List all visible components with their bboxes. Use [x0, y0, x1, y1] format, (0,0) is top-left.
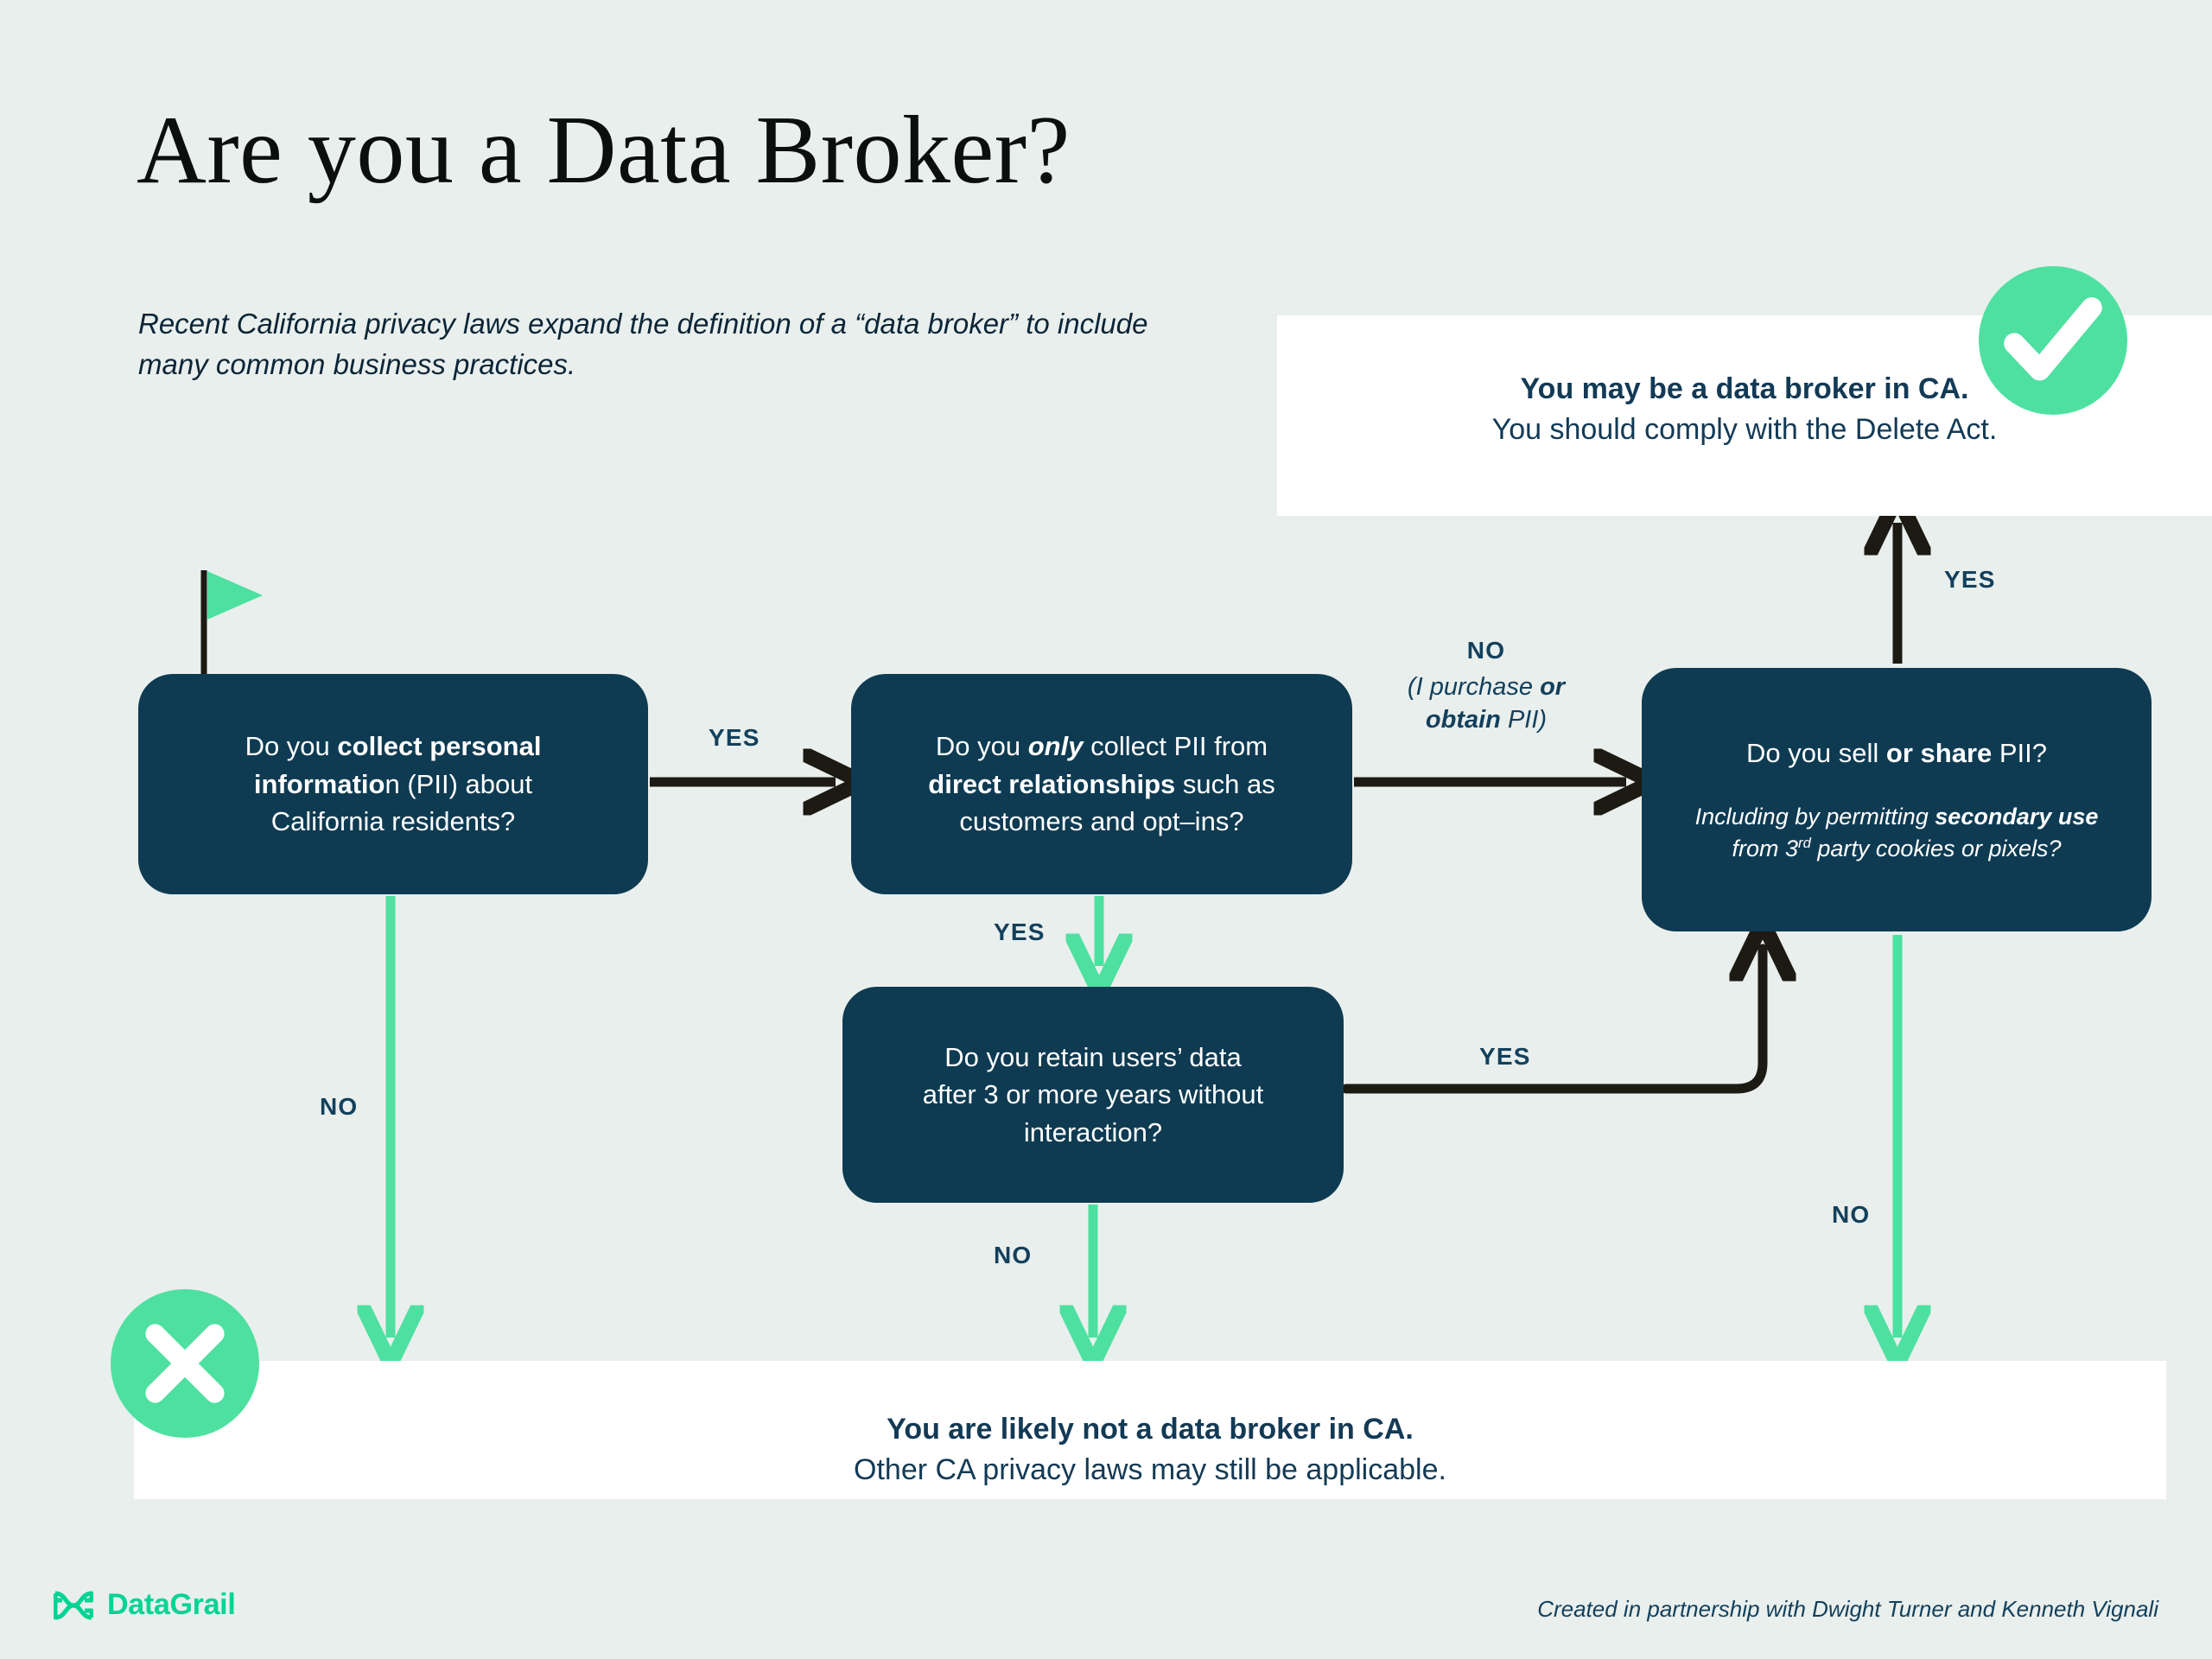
datagrail-mark-icon [54, 1591, 93, 1619]
node-retain-line3: interaction? [1023, 1116, 1163, 1147]
page-subtitle: Recent California privacy laws expand th… [138, 308, 1148, 380]
edge-label-yes-retain-to-sell: YES [1479, 1043, 1531, 1070]
outcome-no-body: Other CA privacy laws may still be appli… [854, 1452, 1446, 1486]
node-only-line2: direct relationships such as [928, 768, 1275, 799]
outcome-no-headline: You are likely not a data broker in CA. [887, 1413, 1414, 1446]
edge-label-yes-only-to-retain: YES [994, 918, 1046, 945]
credit-line: Created in partnership with Dwight Turne… [1537, 1596, 2158, 1622]
decision-node-only-direct-relationships[interactable]: Do you only collect PII from direct rela… [851, 674, 1352, 894]
node-collect-line1: Do you collect personal [245, 731, 542, 762]
node-sell-subnote: Including by permitting secondary use fr… [1694, 803, 2099, 862]
decision-node-sell-or-share-pii[interactable]: Do you sell or share PII? Including by p… [1642, 668, 2152, 931]
edge-note-line2: obtain PII) [1425, 706, 1548, 734]
datagrail-wordmark: DataGrail [107, 1588, 236, 1621]
node-collect-line3: California residents? [270, 806, 516, 837]
edge-note-no-purchase-or-obtain: NO (I purchase or obtain PII) [1357, 635, 1616, 737]
node-sell-line1: Do you sell or share PII? [1745, 737, 2048, 768]
edge-label-yes-sell-to-outcome: YES [1944, 566, 1996, 593]
page-title: Are you a Data Broker? [137, 97, 1071, 204]
check-icon [1979, 266, 2127, 415]
x-icon [111, 1289, 259, 1438]
edge-label-no-retain: NO [994, 1242, 1033, 1268]
decision-node-retain-data[interactable]: Do you retain users’ data after 3 or mor… [842, 987, 1344, 1203]
edge-label-no-sell: NO [1832, 1201, 1871, 1228]
node-collect-line2: information (PII) about [253, 768, 533, 799]
node-retain-line1: Do you retain users’ data [944, 1041, 1242, 1072]
datagrail-logo: DataGrail [54, 1588, 236, 1622]
edge-note-line1: (I purchase or [1407, 673, 1566, 702]
node-retain-line2: after 3 or more years without [922, 1079, 1264, 1110]
edge-note-no-label: NO [1466, 637, 1506, 664]
outcome-yes-body: You should comply with the Delete Act. [1491, 412, 1998, 446]
start-flag-icon [207, 571, 263, 620]
outcome-panel-not-data-broker: You are likely not a data broker in CA. … [134, 1361, 2166, 1499]
edge-label-yes-collect-to-only: YES [709, 724, 760, 751]
node-only-line3: customers and opt–ins? [959, 806, 1244, 837]
decision-node-collect-pii[interactable]: Do you collect personal information (PII… [138, 674, 648, 894]
edge-label-no-collect: NO [320, 1093, 359, 1120]
outcome-yes-headline: You may be a data broker in CA. [1520, 372, 1969, 405]
node-only-line1: Do you only collect PII from [935, 731, 1268, 762]
